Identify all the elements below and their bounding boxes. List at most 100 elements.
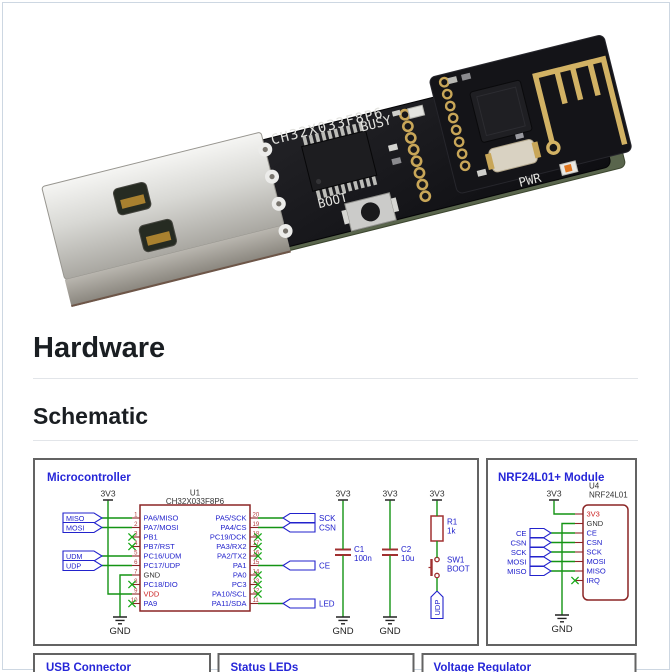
pin-number: 15 — [253, 560, 260, 566]
no-connect-cross — [253, 551, 263, 561]
silkscreen-pwr-label: PWR — [517, 170, 543, 190]
pin-name: PA4/CS — [220, 523, 246, 532]
pin-number: 7 — [134, 569, 138, 575]
pin-number: 3 — [134, 531, 138, 537]
gnd-symbol — [336, 616, 350, 625]
sheet-title: Microcontroller — [47, 472, 131, 484]
net-tag — [529, 537, 553, 548]
power-flag-3v3: 3V3 — [100, 489, 115, 499]
power-flag-3v3: 3V3 — [546, 489, 561, 499]
comp-ref: R1 — [447, 518, 458, 527]
net-tag-label: CSN — [510, 538, 526, 547]
net-tag — [62, 512, 104, 524]
pwr-led-orange — [564, 163, 573, 173]
product-photo-svg: CH32X033F8P6 BOOT — [41, 35, 632, 308]
net-tag-label: UDP — [66, 561, 81, 570]
pin-name: GND — [587, 519, 604, 528]
capacitor-symbol — [382, 548, 398, 556]
power-flag-3v3: 3V3 — [335, 489, 350, 499]
net-tag-label: MOSI — [507, 557, 526, 566]
pin-name: MISO — [587, 567, 606, 576]
power-flag-gnd: GND — [109, 626, 130, 637]
ic-value: NRF24L01 — [589, 491, 628, 500]
net-tag — [62, 559, 104, 572]
pin-number: 20 — [253, 512, 260, 518]
net-tag — [529, 527, 553, 539]
pin-number: 1 — [134, 512, 138, 518]
gnd-symbol — [113, 616, 127, 625]
no-connect-cross — [127, 580, 137, 589]
net-tag-label: LED — [319, 599, 335, 608]
net-tag-label: CSN — [319, 523, 336, 532]
pin-name: PA7/MOSI — [144, 523, 179, 532]
wire — [553, 500, 575, 515]
crystal-pad — [484, 153, 495, 171]
pin-name: MOSI — [587, 557, 606, 566]
power-flag-gnd: GND — [379, 626, 400, 637]
pin-name: PB1 — [144, 533, 158, 542]
no-connect-cross — [253, 580, 263, 589]
no-connect-cross — [253, 589, 263, 599]
silkscreen-busy-label: BUSY — [359, 113, 393, 135]
comp-ref: C1 — [354, 545, 365, 554]
pin-name: PA5/SCK — [215, 514, 246, 523]
wire — [119, 574, 132, 617]
pin-name: PC16/UDM — [144, 552, 182, 561]
net-tag-label: MOSI — [66, 523, 84, 532]
net-tag-label: MISO — [507, 567, 527, 576]
ic-value: CH32X033F8P6 — [166, 497, 225, 506]
net-tag — [281, 560, 316, 571]
usb-plug — [41, 132, 291, 308]
pin-number: 19 — [253, 522, 260, 528]
switch-contact — [434, 572, 440, 579]
pin-name: 3V3 — [587, 510, 600, 519]
pin-number: 2 — [134, 522, 138, 528]
pin-name: PA6/MISO — [144, 514, 179, 523]
pin-name: PC3 — [232, 580, 247, 589]
passive — [476, 168, 487, 177]
sheet-title: NRF24L01+ Module — [498, 472, 604, 484]
gnd-symbol — [383, 616, 397, 625]
pin-name: CSN — [587, 538, 603, 547]
pin-name: GND — [144, 571, 161, 580]
sheet-title: Voltage Regulator — [434, 662, 532, 672]
comp-value: 100n — [354, 554, 372, 563]
net-tag — [62, 550, 104, 562]
sheet-box-usb-connector — [33, 653, 211, 672]
rf-chip — [469, 79, 533, 143]
no-connect-cross — [127, 599, 137, 608]
rf-chip-inner — [476, 86, 526, 137]
passive — [515, 132, 525, 140]
no-connect-cross — [253, 542, 263, 551]
no-connect-cross — [127, 532, 137, 542]
passive — [461, 72, 472, 81]
pin-name: PC19/DCK — [210, 533, 247, 542]
ic-ref: U4 — [589, 482, 600, 491]
comp-value: BOOT — [447, 565, 470, 574]
schematic-svg: Microcontroller NRF24L01+ Module USB Con… — [33, 458, 637, 672]
gnd-symbol — [555, 614, 569, 623]
net-tag-label: SCK — [511, 548, 527, 557]
passive — [391, 109, 401, 117]
switch-contact — [434, 556, 440, 563]
pin-name: IRQ — [587, 576, 601, 585]
pin-number: 11 — [253, 598, 260, 604]
passive — [391, 157, 402, 166]
net-tag — [281, 522, 316, 533]
net-tag-label: UDP — [433, 600, 442, 616]
usb-plug-front-face — [64, 225, 291, 308]
product-photo: CH32X033F8P6 BOOT — [15, 3, 647, 331]
crystal-pad — [531, 141, 542, 159]
divider — [33, 440, 638, 441]
usb-contact — [145, 231, 172, 246]
wire — [107, 500, 132, 595]
pin-name: PA9 — [144, 599, 158, 608]
pin-name: PA1 — [233, 561, 247, 570]
mount-holes — [258, 142, 293, 238]
wire — [561, 522, 575, 615]
usb-contact — [120, 194, 146, 209]
pin-name: VDD — [144, 590, 160, 599]
net-tag — [529, 546, 553, 558]
power-flag-3v3: 3V3 — [429, 489, 444, 499]
net-tag — [529, 556, 553, 567]
